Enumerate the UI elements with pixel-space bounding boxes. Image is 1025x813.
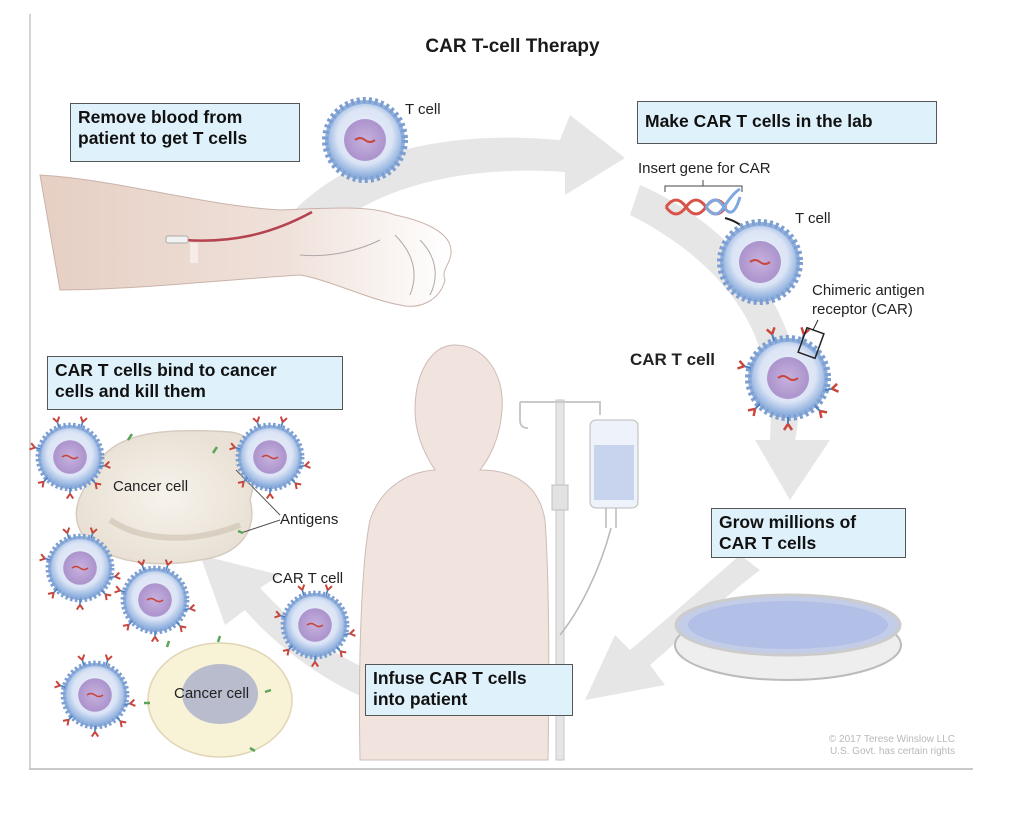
step-bind-kill: CAR T cells bind to cancer cells and kil… — [47, 356, 343, 410]
arrow-to-lab — [290, 115, 625, 230]
label-t-cell-top: T cell — [405, 101, 441, 118]
iv-bag-pole — [519, 399, 639, 761]
car-t-cell-6 — [55, 655, 136, 737]
patient-silhouette — [358, 344, 550, 761]
label-t-cell-lab: T cell — [795, 210, 831, 227]
car-t-cell-4 — [115, 560, 196, 642]
step-grow-line2: CAR T cells — [719, 533, 817, 553]
label-car-t-cell-bold: CAR T cell — [630, 350, 716, 369]
t-cell-lab — [720, 222, 800, 302]
frame-bottom-border — [29, 768, 973, 770]
petri-dish — [674, 593, 902, 681]
copyright-line2: U.S. Govt. has certain rights — [829, 746, 955, 757]
label-cancer-cell-1: Cancer cell — [113, 478, 189, 495]
frame-left-border — [29, 14, 31, 770]
step-remove-line2: patient to get T cells — [78, 128, 248, 148]
step-remove-line1: Remove blood from — [78, 107, 243, 127]
label-car-line1: Chimeric antigen — [812, 282, 925, 299]
arrow-to-patient — [585, 555, 760, 700]
step-bind-line1: CAR T cells bind to cancer — [55, 360, 277, 380]
step-bind-line2: cells and kill them — [55, 381, 206, 401]
step-remove-blood: Remove blood from patient to get T cells — [70, 103, 300, 162]
label-antigens: Antigens — [280, 511, 339, 528]
arm-illustration — [39, 174, 452, 307]
label-cancer-cell-2: Cancer cell — [174, 685, 250, 702]
diagram-title: CAR T-cell Therapy — [425, 36, 600, 57]
car-t-cell-5 — [275, 585, 356, 667]
step-make-car-t: Make CAR T cells in the lab — [637, 101, 937, 144]
step-infuse: Infuse CAR T cells into patient — [365, 664, 573, 716]
cancer-cell-round — [144, 635, 293, 758]
step-make-line1: Make CAR T cells in the lab — [645, 111, 873, 131]
step-grow-line1: Grow millions of — [719, 512, 857, 532]
label-car-line2: receptor (CAR) — [812, 301, 913, 318]
step-infuse-line1: Infuse CAR T cells — [373, 668, 527, 688]
car-t-cell-lab — [737, 319, 838, 430]
copyright-notice: © 2017 Terese Winslow LLC U.S. Govt. has… — [760, 734, 955, 758]
step-grow: Grow millions of CAR T cells — [711, 508, 906, 558]
copyright-line1: © 2017 Terese Winslow LLC — [828, 734, 955, 745]
label-insert-gene: Insert gene for CAR — [638, 160, 771, 177]
label-car-t-cell-small: CAR T cell — [272, 570, 344, 587]
arrow-lab-down — [630, 185, 830, 500]
cancer-cell-large — [75, 429, 281, 565]
step-infuse-line2: into patient — [373, 689, 468, 709]
t-cell-top — [325, 100, 405, 180]
